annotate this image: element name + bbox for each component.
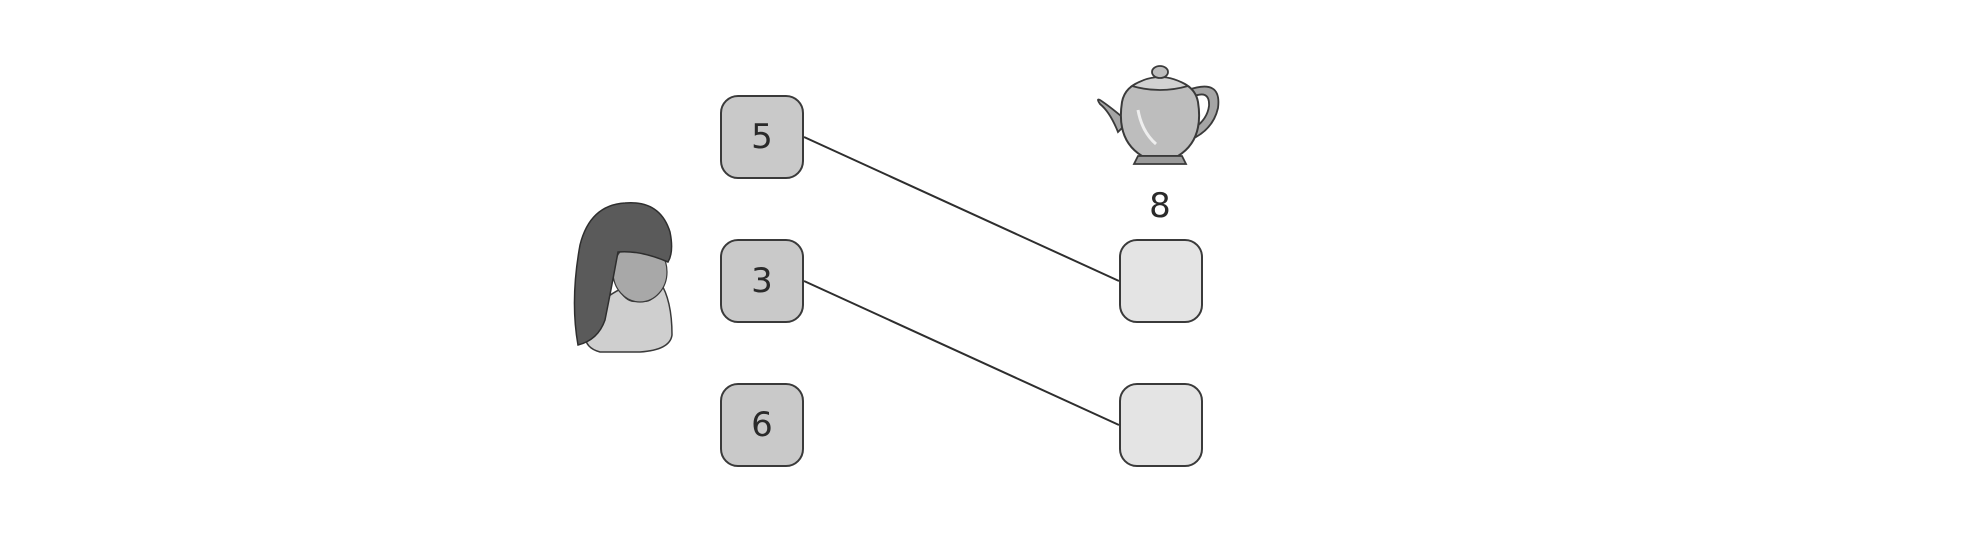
answer-box-bottom[interactable] — [1119, 383, 1203, 467]
connector-line-3 — [803, 280, 1120, 426]
left-number-box-3: 3 — [720, 239, 804, 323]
left-number-3: 3 — [751, 261, 773, 301]
teapot-number-label: 8 — [1149, 186, 1171, 226]
connector-line-5 — [803, 136, 1120, 282]
left-number-box-6: 6 — [720, 383, 804, 467]
left-number-box-5: 5 — [720, 95, 804, 179]
left-number-5: 5 — [751, 117, 773, 157]
answer-box-top[interactable] — [1119, 239, 1203, 323]
left-number-6: 6 — [751, 405, 773, 445]
